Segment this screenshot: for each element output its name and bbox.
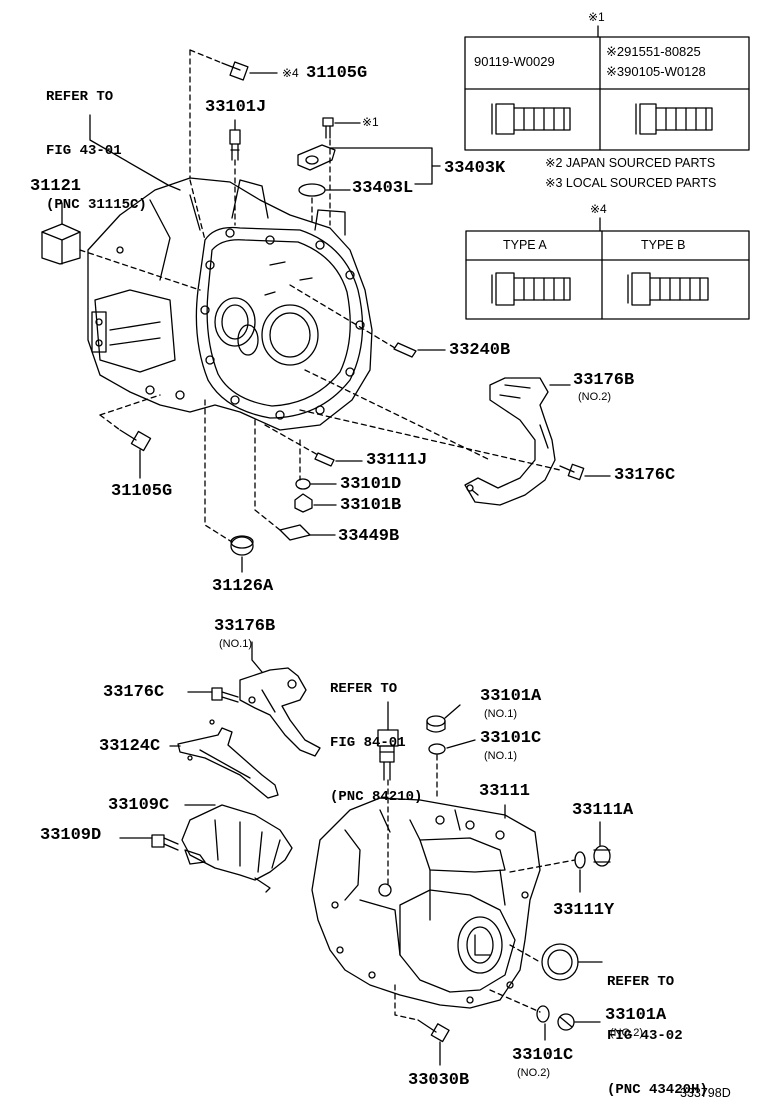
part-sub-33101C-no1: (NO.1) bbox=[484, 750, 517, 762]
plug-33101A-bottom-drawing bbox=[557, 1013, 575, 1031]
part-label-33403K: 33403K bbox=[444, 159, 506, 178]
table1-header-mark: ※1 bbox=[588, 10, 605, 24]
part-sub-33101A-no2: (NO.2) bbox=[610, 1027, 643, 1039]
ref-line: REFER TO bbox=[46, 89, 114, 105]
part-label-33111Y: 33111Y bbox=[553, 901, 615, 920]
lower-dashed-leaders bbox=[387, 754, 576, 1021]
ref-line: (PNC 84210) bbox=[330, 789, 423, 805]
part-label-31105G-bottom: 31105G bbox=[111, 482, 173, 501]
table4-bolt-type-b-drawing bbox=[627, 272, 709, 306]
bolt-31105G-bottom-drawing bbox=[119, 429, 152, 452]
bolt-mark1-drawing bbox=[322, 117, 334, 139]
part-label-33109C: 33109C bbox=[108, 796, 170, 815]
bolt-31105G-top-drawing bbox=[221, 61, 249, 81]
table4-type-a: TYPE A bbox=[503, 238, 547, 252]
bolt-mark1-label: ※1 bbox=[362, 115, 379, 129]
oil-seal-43420H-drawing bbox=[541, 943, 579, 981]
plug-33101B-drawing bbox=[294, 493, 313, 513]
part-sub-33101C-no2: (NO.2) bbox=[517, 1067, 550, 1079]
bracket-33176B-no2-drawing bbox=[464, 377, 556, 506]
part-sub-33101A-no1: (NO.1) bbox=[484, 708, 517, 720]
part-label-33111: 33111 bbox=[479, 782, 531, 801]
ref-line: FIG 84-01 bbox=[330, 735, 406, 751]
bracket-33176B-no1-drawing bbox=[239, 667, 321, 757]
bracket-33403K-drawing bbox=[297, 144, 336, 171]
ref-line: (PNC 31115C) bbox=[46, 197, 147, 213]
reference-fig-43-01: REFER TO FIG 43-01 (PNC 31115C) bbox=[46, 52, 147, 232]
gasket-33449B-drawing bbox=[279, 524, 311, 541]
part-label-33109D: 33109D bbox=[40, 826, 102, 845]
reference-fig-43-02: REFER TO FIG 43-02 (PNC 43420H) bbox=[607, 937, 708, 1117]
table1-code-col2-line2: ※390105-W0128 bbox=[606, 64, 706, 79]
upper-solid-leaders bbox=[61, 72, 611, 573]
table1-bolt-type-a-drawing bbox=[491, 103, 571, 135]
part-label-33111A: 33111A bbox=[572, 801, 634, 820]
ref-line: FIG 43-02 bbox=[607, 1028, 683, 1044]
plug-31126A-drawing bbox=[230, 535, 254, 556]
part-label-33240B: 33240B bbox=[449, 341, 511, 360]
upper-dashed-leaders bbox=[79, 49, 561, 543]
table4-bolt-type-a-drawing bbox=[491, 272, 571, 306]
table4-type-b: TYPE B bbox=[641, 238, 686, 252]
part-label-33101A-no1: 33101A bbox=[480, 687, 542, 706]
part-label-33403L: 33403L bbox=[352, 179, 414, 198]
part-sub-33176B-no1: (NO.1) bbox=[219, 638, 252, 650]
plug-33101A-top-drawing bbox=[426, 715, 446, 733]
part-label-33101D: 33101D bbox=[340, 475, 402, 494]
ref-line: (PNC 43420H) bbox=[607, 1082, 708, 1098]
bolt-33109D-drawing bbox=[151, 834, 179, 851]
part-label-33176B-no1: 33176B bbox=[214, 617, 276, 636]
table4-header-mark: ※4 bbox=[590, 202, 607, 216]
part-label-31126A: 31126A bbox=[212, 577, 274, 596]
washer-33111Y-drawing bbox=[574, 851, 586, 869]
o-ring-33403L-drawing bbox=[298, 183, 326, 197]
part-mark-31105G-top: ※4 bbox=[282, 66, 299, 80]
figure-code: 333798D bbox=[680, 1086, 731, 1100]
table-mark4-outline bbox=[465, 217, 750, 320]
table1-code-col1: 90119-W0029 bbox=[474, 54, 555, 69]
note-local-sourced: ※3 LOCAL SOURCED PARTS bbox=[545, 176, 717, 190]
ref-line: REFER TO bbox=[330, 681, 398, 697]
part-label-33101C-no2: 33101C bbox=[512, 1046, 574, 1065]
bolt-33030B-drawing bbox=[417, 1019, 450, 1043]
part-sub-33176B-no2: (NO.2) bbox=[578, 391, 611, 403]
plug-33111A-drawing bbox=[593, 845, 611, 867]
washer-33101D-drawing bbox=[295, 478, 311, 490]
part-label-33449B: 33449B bbox=[338, 527, 400, 546]
transaxle-case-33111-drawing bbox=[311, 797, 541, 1009]
cover-33109C-drawing bbox=[181, 804, 293, 893]
plate-33124C-drawing bbox=[177, 719, 279, 799]
part-label-31105G-top: 31105G bbox=[306, 64, 368, 83]
sensor-84210-drawing bbox=[377, 729, 399, 781]
part-label-33101A-no2: 33101A bbox=[605, 1006, 667, 1025]
ref-line: REFER TO bbox=[607, 974, 675, 990]
part-label-33111J: 33111J bbox=[366, 451, 428, 470]
part-label-31121: 31121 bbox=[30, 177, 82, 196]
pin-33111J-drawing bbox=[314, 452, 335, 467]
stud-33101J-drawing bbox=[229, 129, 241, 161]
bolt-33176C-top-drawing bbox=[559, 463, 585, 481]
lower-solid-leaders bbox=[119, 641, 603, 1066]
note-japan-sourced: ※2 JAPAN SOURCED PARTS bbox=[545, 156, 716, 170]
ref-line: FIG 43-01 bbox=[46, 143, 122, 159]
table1-code-col2-line1: ※291551-80825 bbox=[606, 44, 701, 59]
part-label-33124C: 33124C bbox=[99, 737, 161, 756]
reference-fig-84-01: REFER TO FIG 84-01 (PNC 84210) bbox=[330, 644, 422, 824]
part-label-33101J: 33101J bbox=[205, 98, 267, 117]
bolt-33176C-bottom-drawing bbox=[211, 687, 239, 703]
part-label-33030B: 33030B bbox=[408, 1071, 470, 1090]
part-label-33101C-no1: 33101C bbox=[480, 729, 542, 748]
table1-bolt-type-b-drawing bbox=[635, 103, 713, 135]
part-label-33176C-top: 33176C bbox=[614, 466, 676, 485]
part-label-33176C-bottom: 33176C bbox=[103, 683, 165, 702]
part-label-33101B: 33101B bbox=[340, 496, 402, 515]
table-mark1-outline bbox=[464, 25, 750, 151]
part-label-33176B-no2: 33176B bbox=[573, 371, 635, 390]
washer-33101C-bottom-drawing bbox=[536, 1005, 550, 1023]
transaxle-housing-drawing bbox=[87, 177, 373, 431]
pin-33240B-drawing bbox=[393, 342, 417, 358]
washer-33101C-top-drawing bbox=[428, 743, 446, 755]
